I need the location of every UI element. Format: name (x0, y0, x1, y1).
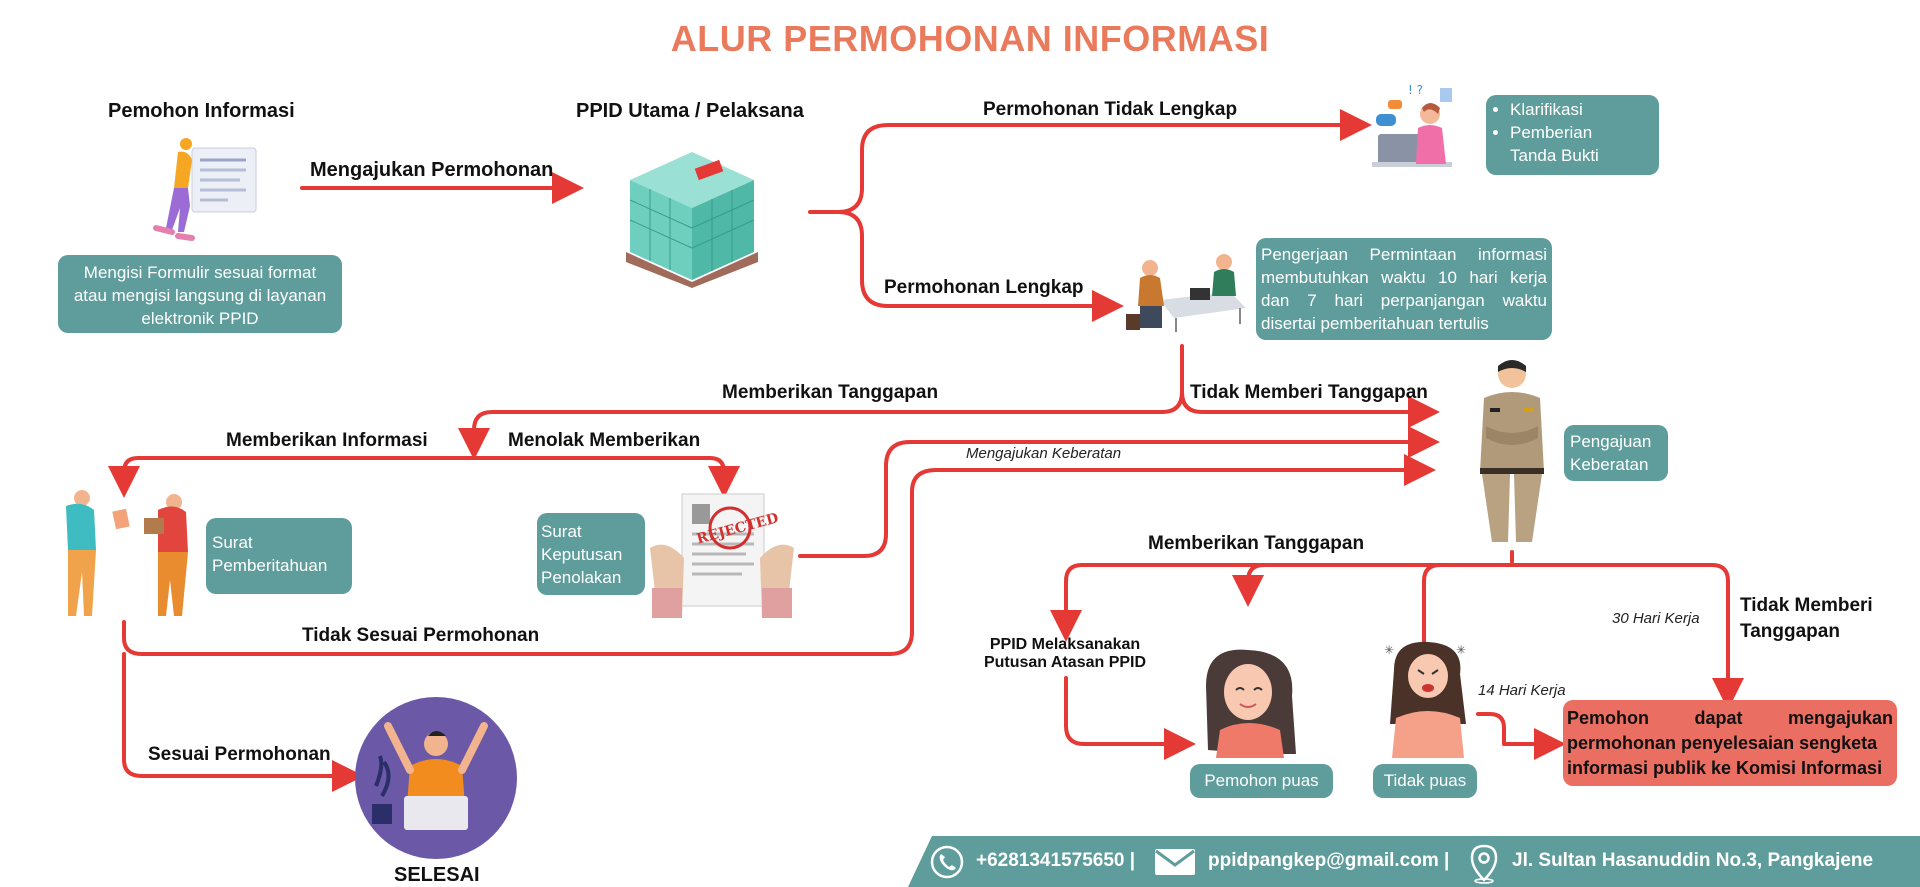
phone-icon (930, 845, 964, 879)
footer-address: Jl. Sultan Hasanuddin No.3, Pangkajene (1512, 850, 1874, 871)
rejected-document-icon: REJECTED (650, 493, 794, 618)
node-selesai: SELESAI (394, 864, 480, 886)
happy-girl-icon (1206, 649, 1296, 758)
edge-permohonan-tidak-lengkap: Permohonan Tidak Lengkap (983, 99, 1238, 120)
arrow-memberikan-tanggapan (458, 344, 1184, 460)
edge-tidak-memberi-2: Tanggapan (1740, 621, 1840, 642)
box-formulir: Mengisi Formulir sesuai format atau meng… (58, 255, 342, 333)
person-laptop-icon: ! ? (1372, 84, 1452, 167)
svg-text:✳: ✳ (1456, 643, 1466, 657)
give-letter-illustration (66, 490, 188, 616)
email-icon (1155, 849, 1195, 875)
page-title: ALUR PERMOHONAN INFORMASI (670, 18, 1270, 59)
arrow-lengkap (836, 210, 1124, 322)
edge-memberikan-tanggapan-2: Memberikan Tanggapan (1148, 533, 1365, 554)
edge-tidak-memberi-tanggapan: Tidak Memberi Tanggapan (1190, 382, 1428, 403)
person-form-illustration (153, 138, 257, 241)
arrow-to-puas (1232, 563, 1442, 607)
unhappy-girl-icon: ✳ ✳ (1384, 641, 1466, 758)
arrow-memberikan-informasi (108, 456, 476, 498)
svg-text:! ?: ! ? (1408, 84, 1423, 97)
edge-menolak-memberikan: Menolak Memberikan (508, 430, 701, 451)
arrow-sesuai (122, 652, 364, 792)
arrow-menolak (472, 456, 740, 498)
edge-ppid-melaksanakan: PPID Melaksanakan Putusan Atasan PPID (983, 636, 1147, 671)
box-sengketa-komisi: Pemohon dapat mengajukan permohonan peny… (1563, 700, 1897, 786)
arrow-tidak-memberi-tanggapan (1180, 390, 1440, 428)
edge-permohonan-lengkap: Permohonan Lengkap (884, 277, 1084, 298)
arrow-ppid-laksana (1050, 563, 1514, 642)
box-pengerjaan: Pengerjaan Permintaan informasi membutuh… (1256, 238, 1552, 340)
edge-mengajukan-permohonan: Mengajukan Permohonan (310, 159, 554, 181)
footer-contact-bar (908, 836, 1920, 887)
arrow-tidak-lengkap (808, 109, 1372, 214)
location-pin-icon (1470, 844, 1498, 884)
edge-tidak-sesuai-permohonan: Tidak Sesuai Permohonan (302, 625, 540, 646)
footer-email[interactable]: ppidpangkep@gmail.com | (1208, 850, 1450, 871)
officer-illustration (1480, 360, 1544, 542)
node-ppid-utama: PPID Utama / Pelaksana (576, 100, 804, 122)
arrow-laksana-to-puas (1064, 676, 1196, 760)
box-pemohon-puas: Pemohon puas (1190, 764, 1333, 798)
arrow-tidak-puas-to-komisi (1476, 712, 1566, 760)
node-pemohon-informasi: Pemohon Informasi (108, 100, 295, 122)
edge-mengajukan-keberatan: Mengajukan Keberatan (966, 445, 1122, 462)
edge-sesuai-permohonan: Sesuai Permohonan (148, 744, 331, 765)
selesai-celebration-icon (355, 697, 517, 859)
svg-text:✳: ✳ (1384, 643, 1394, 657)
office-building-icon (626, 152, 758, 288)
edge-memberikan-informasi: Memberikan Informasi (226, 430, 428, 451)
edge-30-hari-kerja: 30 Hari Kerja (1612, 610, 1700, 627)
arrow-keberatan-1 (798, 426, 1440, 558)
arrow-to-tidak-puas (1408, 563, 1442, 707)
edge-memberikan-tanggapan: Memberikan Tanggapan (722, 382, 939, 403)
edge-14-hari-kerja: 14 Hari Kerja (1478, 682, 1566, 699)
arrow-tidak-sesuai (122, 454, 1436, 656)
arrow-tidak-memberi-tanggapan-2 (1510, 563, 1744, 710)
box-tidak-puas: Tidak puas (1373, 764, 1477, 798)
footer-phone[interactable]: +6281341575650 | (976, 850, 1136, 871)
edge-tidak-memberi-1: Tidak Memberi (1740, 595, 1873, 616)
meeting-illustration (1126, 254, 1246, 332)
